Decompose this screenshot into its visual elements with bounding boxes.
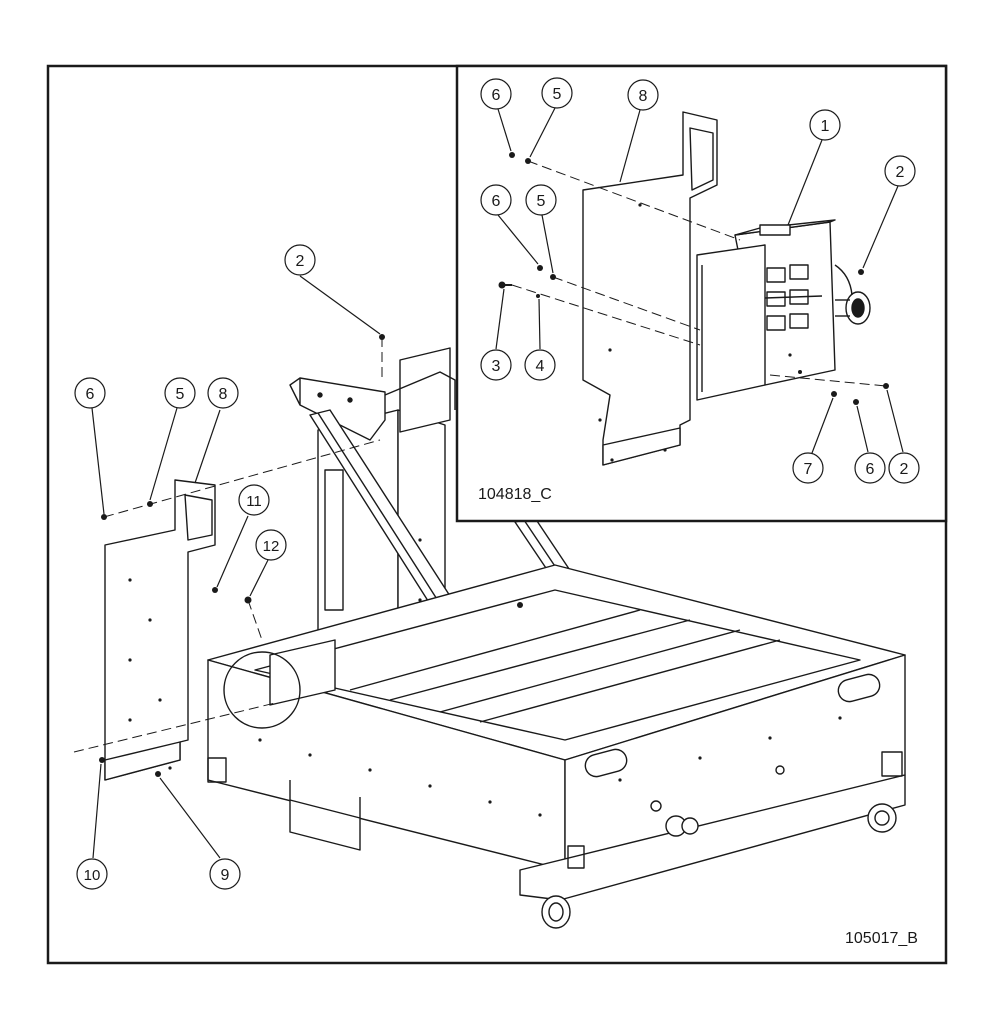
svg-text:5: 5 [553, 86, 562, 103]
inset-callout-2-top: 2 [884, 155, 916, 187]
inset-callout-2-bottom: 2 [888, 452, 920, 484]
mounting-bracket [269, 639, 336, 706]
svg-text:7: 7 [804, 461, 813, 478]
svg-text:6: 6 [866, 461, 875, 478]
base-frame-inner [254, 589, 861, 741]
main-drawing-id: 105017_B [845, 930, 918, 947]
inset-callouts: 6 5 8 1 2 6 5 3 4 7 6 2 [480, 77, 920, 484]
inset-callout-8: 8 [627, 79, 659, 111]
main-assembly [207, 347, 906, 929]
svg-text:9: 9 [221, 867, 230, 884]
callout-8: 8 [207, 377, 239, 409]
tower-top-bracket [399, 347, 451, 433]
side-panel-part-8 [104, 479, 216, 781]
inset-callout-3: 3 [480, 349, 512, 381]
inset-callout-5-mid: 5 [525, 184, 557, 216]
svg-text:6: 6 [86, 386, 95, 403]
main-alignment-lines [73, 337, 383, 753]
tower-slot [324, 469, 344, 611]
screw-part-3 [498, 281, 512, 289]
svg-text:10: 10 [84, 867, 101, 884]
callout-12: 12 [255, 529, 287, 561]
svg-text:6: 6 [492, 193, 501, 210]
svg-text:2: 2 [900, 461, 909, 478]
svg-text:6: 6 [492, 87, 501, 104]
skid-channel-left [289, 799, 361, 851]
inset-assembly [582, 111, 871, 466]
handle-slot-right [837, 673, 881, 703]
svg-text:8: 8 [219, 386, 228, 403]
inset-drawing-id: 104818_C [478, 486, 552, 503]
inset-callout-6-top: 6 [480, 78, 512, 110]
svg-text:11: 11 [246, 493, 262, 510]
inset-callout-7: 7 [792, 452, 824, 484]
svg-text:2: 2 [296, 253, 305, 270]
svg-text:5: 5 [176, 386, 185, 403]
callout-11: 11 [238, 484, 270, 516]
inset-alignment-lines [511, 160, 887, 387]
callout-10: 10 [76, 858, 108, 890]
lower-skid [519, 774, 906, 901]
main-callouts: 2 6 5 8 11 12 10 9 [74, 244, 381, 890]
inset-callout-1: 1 [809, 109, 841, 141]
callout-5: 5 [164, 377, 196, 409]
tower-top-flange [384, 371, 456, 410]
disconnect-box-door [696, 244, 766, 401]
inset-fasteners [509, 152, 889, 405]
svg-text:8: 8 [639, 88, 648, 105]
caster-right [867, 803, 897, 833]
callout-9: 9 [209, 858, 241, 890]
svg-text:5: 5 [537, 193, 546, 210]
svg-text:1: 1 [821, 118, 830, 135]
svg-text:3: 3 [492, 358, 501, 375]
svg-text:12: 12 [263, 538, 280, 555]
callout-2: 2 [284, 244, 316, 276]
inset-callout-6-bottom: 6 [854, 452, 886, 484]
caster-front [541, 895, 571, 929]
callout-6: 6 [74, 377, 106, 409]
inset-callout-4: 4 [524, 349, 556, 381]
handle-slot-front [584, 748, 628, 778]
inset-callout-5-top: 5 [541, 77, 573, 109]
inset-panel-part-8 [582, 111, 718, 466]
detail-circle [223, 651, 301, 729]
svg-text:2: 2 [896, 164, 905, 181]
inset-callout-6-mid: 6 [480, 184, 512, 216]
svg-text:4: 4 [536, 358, 545, 375]
